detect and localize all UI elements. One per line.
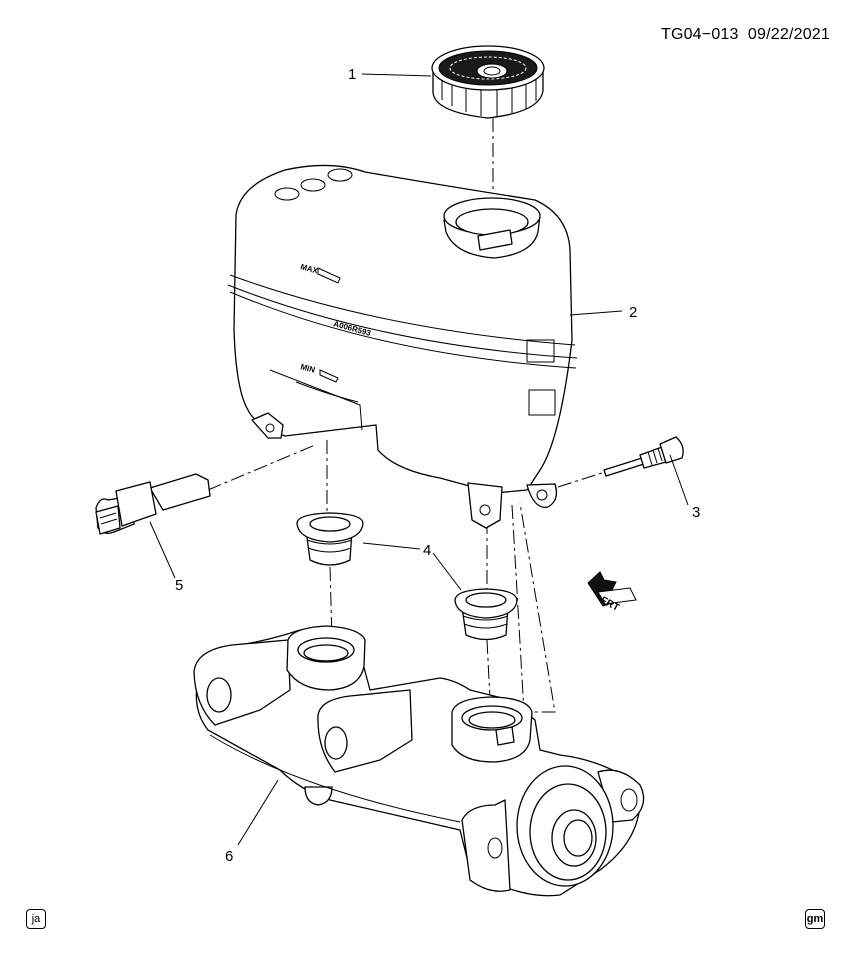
callout-3: 3 [692, 504, 700, 521]
ja-badge: ja [26, 909, 46, 929]
gm-logo-label: gm [806, 913, 824, 925]
reservoir: MAX A006R593 MIN [227, 164, 578, 529]
reservoir-grommet-lower [454, 588, 518, 641]
callout-labels: 1 2 3 4 4 5 6 [175, 66, 700, 865]
ja-badge-label: ja [31, 913, 41, 925]
gm-logo: gm [805, 909, 825, 929]
document-number: TG04−013 [660, 26, 739, 43]
callout-6: 6 [225, 848, 233, 865]
document-id: TG04−013 09/22/2021 [661, 26, 830, 44]
callout-5: 5 [175, 577, 183, 594]
retaining-pin [603, 436, 684, 477]
reservoir-cap [431, 45, 545, 119]
master-cylinder [193, 625, 645, 897]
front-arrow-icon: FRT [587, 571, 637, 614]
reservoir-grommet-upper [296, 512, 364, 566]
callout-1: 1 [348, 66, 356, 83]
fluid-level-sensor [95, 473, 211, 535]
document-date: 09/22/2021 [747, 26, 830, 43]
leader-lines [149, 73, 689, 846]
callout-4-upper: 4 [423, 542, 431, 559]
callout-2: 2 [629, 304, 637, 321]
min-level-mark: MIN [299, 362, 316, 375]
